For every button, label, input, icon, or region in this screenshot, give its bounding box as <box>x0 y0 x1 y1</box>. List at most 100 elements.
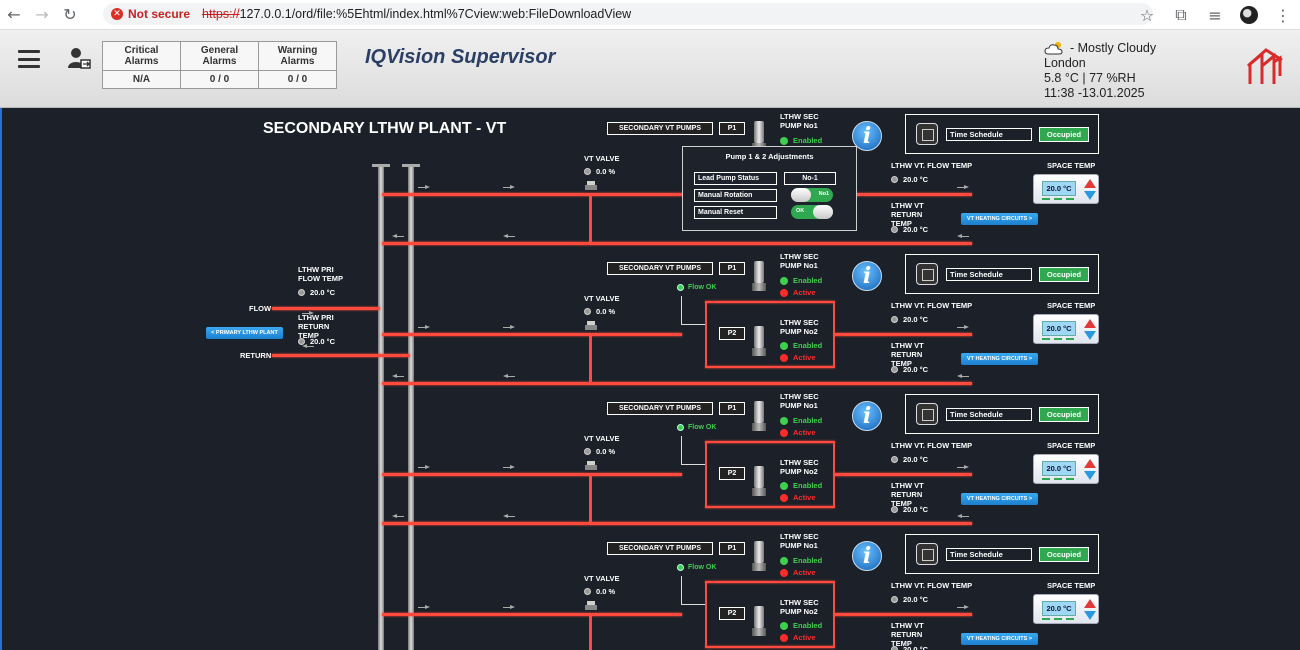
pump-2-icon[interactable] <box>752 326 766 364</box>
pump-2-enabled-text: Enabled <box>793 621 823 630</box>
pump-2-active-status: Active <box>780 633 816 642</box>
lead-pump-value[interactable]: No-1 <box>784 172 836 185</box>
info-icon[interactable]: i <box>852 121 882 151</box>
manual-rotation-toggle-label: No1 <box>818 191 829 197</box>
pump-2-branch <box>705 506 835 508</box>
info-icon[interactable]: i <box>852 261 882 291</box>
space-thermostat[interactable]: 20.0 °C <box>1033 454 1099 484</box>
pump-2-icon[interactable] <box>752 606 766 644</box>
pump-2-label[interactable]: P2 <box>719 607 745 620</box>
time-schedule-panel: Time Schedule Occupied <box>905 534 1099 574</box>
temp-down-arrow-icon[interactable] <box>1084 331 1096 340</box>
temp-up-arrow-icon[interactable] <box>1084 459 1096 468</box>
vt-heating-circuits-button[interactable]: VT HEATING CIRCUITS > <box>961 213 1038 225</box>
pump-1-enabled-status: Enabled <box>780 416 822 425</box>
general-alarms-value[interactable]: 0 / 0 <box>180 70 259 89</box>
warning-alarms-value[interactable]: 0 / 0 <box>258 70 337 89</box>
forward-icon[interactable]: → <box>35 5 49 24</box>
control-valve-icon[interactable] <box>585 321 597 331</box>
calendar-icon[interactable] <box>916 123 938 145</box>
header-arrow-icon <box>418 465 430 469</box>
manual-rotation-toggle[interactable]: No1 <box>791 188 833 202</box>
hamburger-menu-icon[interactable] <box>18 50 40 68</box>
bookmark-star-icon[interactable]: ☆ <box>1139 5 1155 25</box>
back-icon[interactable]: ← <box>7 5 21 24</box>
primary-flow-pipe <box>272 307 380 310</box>
flow-ok-status: Flow OK <box>677 564 716 571</box>
pump-1-label[interactable]: P1 <box>719 122 745 135</box>
flow-arrow-icon <box>957 185 969 189</box>
space-thermostat[interactable]: 20.0 °C <box>1033 594 1099 624</box>
pump-2-name: LTHW SEC PUMP No2 <box>780 598 819 616</box>
pump-1-name: LTHW SEC PUMP No1 <box>780 112 819 130</box>
media-icon[interactable]: ≡ <box>1208 5 1222 25</box>
pump-1-icon[interactable] <box>752 401 766 439</box>
warning-alarms-header[interactable]: Warning Alarms <box>258 41 337 71</box>
extensions-icon[interactable]: ⧉ <box>1175 5 1187 24</box>
active-indicator-icon <box>780 493 788 502</box>
vt-flow-temp-value: 20.0 °C <box>903 455 929 464</box>
vt-heating-circuits-button[interactable]: VT HEATING CIRCUITS > <box>961 633 1038 645</box>
pump-1-enabled-text: Enabled <box>793 556 823 565</box>
pump-1-label[interactable]: P1 <box>719 542 745 555</box>
critical-alarms-value[interactable]: N/A <box>102 70 181 89</box>
vt-return-temp-value: 20.0 °C <box>903 505 929 514</box>
user-logout-icon[interactable] <box>66 46 92 72</box>
vt-flow-temp-label: LTHW VT. FLOW TEMP <box>891 161 973 170</box>
pump-1-label[interactable]: P1 <box>719 262 745 275</box>
calendar-icon[interactable] <box>916 543 938 565</box>
vt-heating-circuits-button[interactable]: VT HEATING CIRCUITS > <box>961 493 1038 505</box>
space-thermostat[interactable]: 20.0 °C <box>1033 314 1099 344</box>
pump-1-icon[interactable] <box>752 261 766 299</box>
pump-1-icon[interactable] <box>752 541 766 579</box>
time-schedule-label[interactable]: Time Schedule <box>946 548 1032 561</box>
primary-plant-button[interactable]: < PRIMARY LTHW PLANT <box>206 327 283 339</box>
circuit-flow-pipe-out <box>834 473 972 476</box>
calendar-icon[interactable] <box>916 263 938 285</box>
pump-2-label[interactable]: P2 <box>719 467 745 480</box>
time-schedule-label[interactable]: Time Schedule <box>946 268 1032 281</box>
time-schedule-label[interactable]: Time Schedule <box>946 128 1032 141</box>
header-arrow-icon <box>392 374 404 378</box>
security-indicator[interactable]: ✕ Not secure <box>111 7 190 21</box>
pump-1-label[interactable]: P1 <box>719 402 745 415</box>
temp-down-arrow-icon[interactable] <box>1084 611 1096 620</box>
circuit-return-pipe <box>382 242 972 245</box>
menu-dots-icon[interactable]: ⋮ <box>1275 5 1291 25</box>
control-valve-icon[interactable] <box>585 461 597 471</box>
critical-alarms-header[interactable]: Critical Alarms <box>102 41 181 71</box>
vt-return-temp-sensor: 20.0 °C <box>891 225 928 234</box>
info-icon[interactable]: i <box>852 401 882 431</box>
temp-up-arrow-icon[interactable] <box>1084 599 1096 608</box>
reload-icon[interactable]: ↻ <box>63 5 77 24</box>
pump-2-label[interactable]: P2 <box>719 327 745 340</box>
time-schedule-label[interactable]: Time Schedule <box>946 408 1032 421</box>
vt-heating-circuits-button[interactable]: VT HEATING CIRCUITS > <box>961 353 1038 365</box>
temp-down-arrow-icon[interactable] <box>1084 471 1096 480</box>
pump-manifold-right <box>833 581 835 647</box>
pump-2-name: LTHW SEC PUMP No2 <box>780 458 819 476</box>
temp-up-arrow-icon[interactable] <box>1084 319 1096 328</box>
manual-reset-toggle[interactable]: OK <box>791 205 833 219</box>
cloudy-weather-icon <box>1044 42 1063 55</box>
vt-return-temp-sensor: 20.0 °C <box>891 365 928 374</box>
temp-up-arrow-icon[interactable] <box>1084 179 1096 188</box>
control-valve-icon[interactable] <box>585 181 597 191</box>
space-thermostat[interactable]: 20.0 °C <box>1033 174 1099 204</box>
circuit-flow-pipe-out <box>834 613 972 616</box>
calendar-icon[interactable] <box>916 403 938 425</box>
temp-down-arrow-icon[interactable] <box>1084 191 1096 200</box>
circuit-flow-pipe <box>382 193 972 196</box>
vt-flow-temp-label: LTHW VT. FLOW TEMP <box>891 301 973 310</box>
control-valve-icon[interactable] <box>585 601 597 611</box>
flow-label: FLOW <box>249 304 272 313</box>
info-icon[interactable]: i <box>852 541 882 571</box>
address-bar[interactable]: ✕ Not secure https:// 127.0.0.1/ord/file… <box>103 3 1153 25</box>
general-alarms-header[interactable]: General Alarms <box>180 41 259 71</box>
vt-flow-temp-value: 20.0 °C <box>903 175 929 184</box>
header-arrow-icon <box>392 234 404 238</box>
profile-avatar[interactable] <box>1232 1 1266 29</box>
header-arrow-icon <box>418 185 430 189</box>
primary-return-pipe <box>272 354 410 357</box>
pump-2-icon[interactable] <box>752 466 766 504</box>
